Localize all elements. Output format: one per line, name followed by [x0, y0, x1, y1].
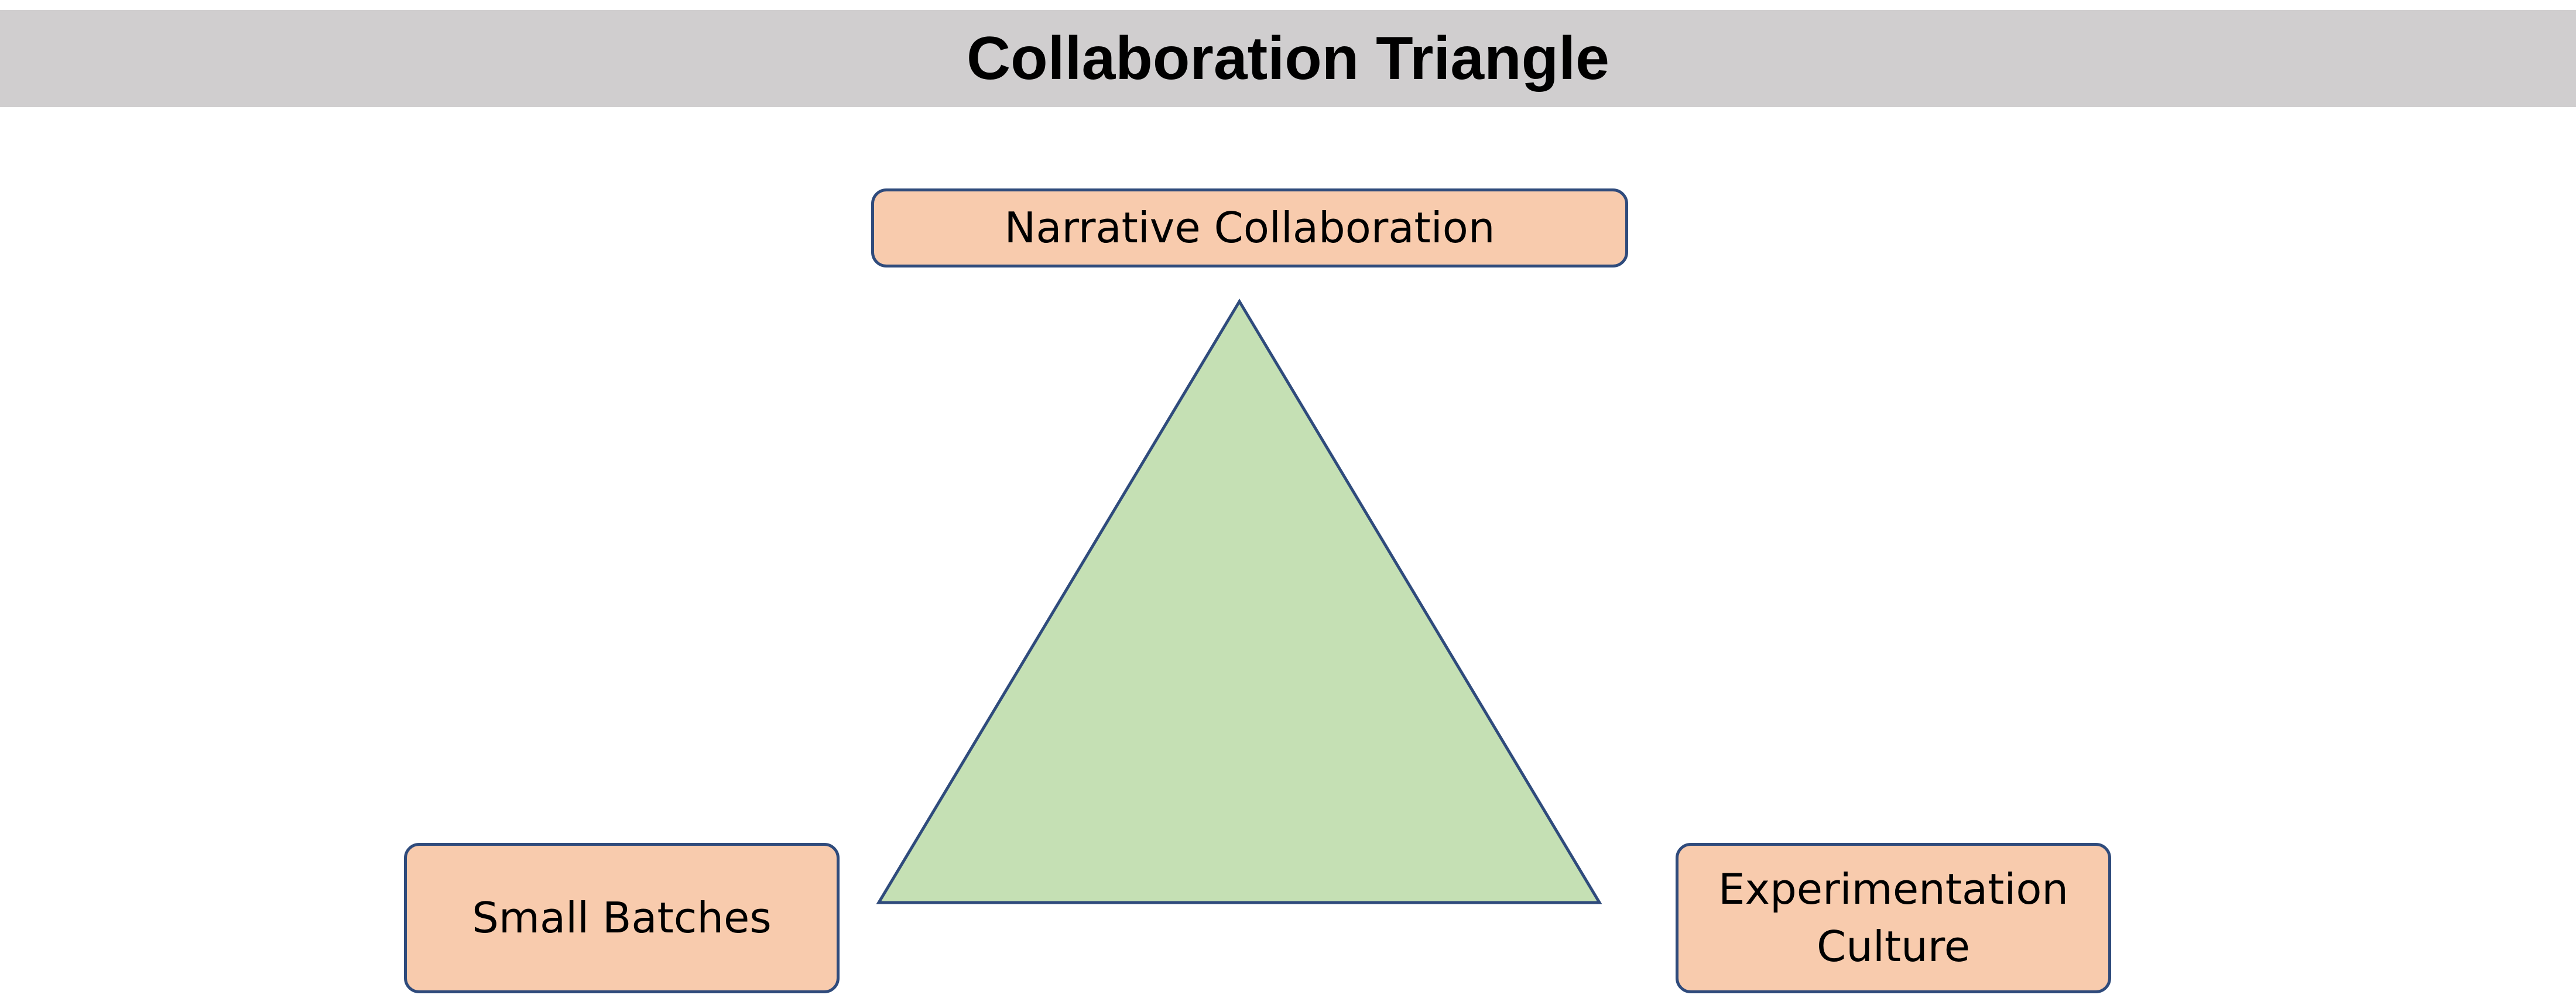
central-triangle [876, 299, 1602, 904]
node-label: Experimentation Culture [1718, 865, 2069, 971]
node-label: Narrative Collaboration [1004, 203, 1495, 252]
node-experimentation-culture: Experimentation Culture [1676, 843, 2111, 993]
diagram-title: Collaboration Triangle [967, 25, 1609, 92]
node-narrative-collaboration: Narrative Collaboration [871, 188, 1628, 267]
node-label: Small Batches [472, 893, 772, 942]
title-bar: Collaboration Triangle [0, 10, 2576, 107]
node-small-batches: Small Batches [404, 843, 840, 993]
